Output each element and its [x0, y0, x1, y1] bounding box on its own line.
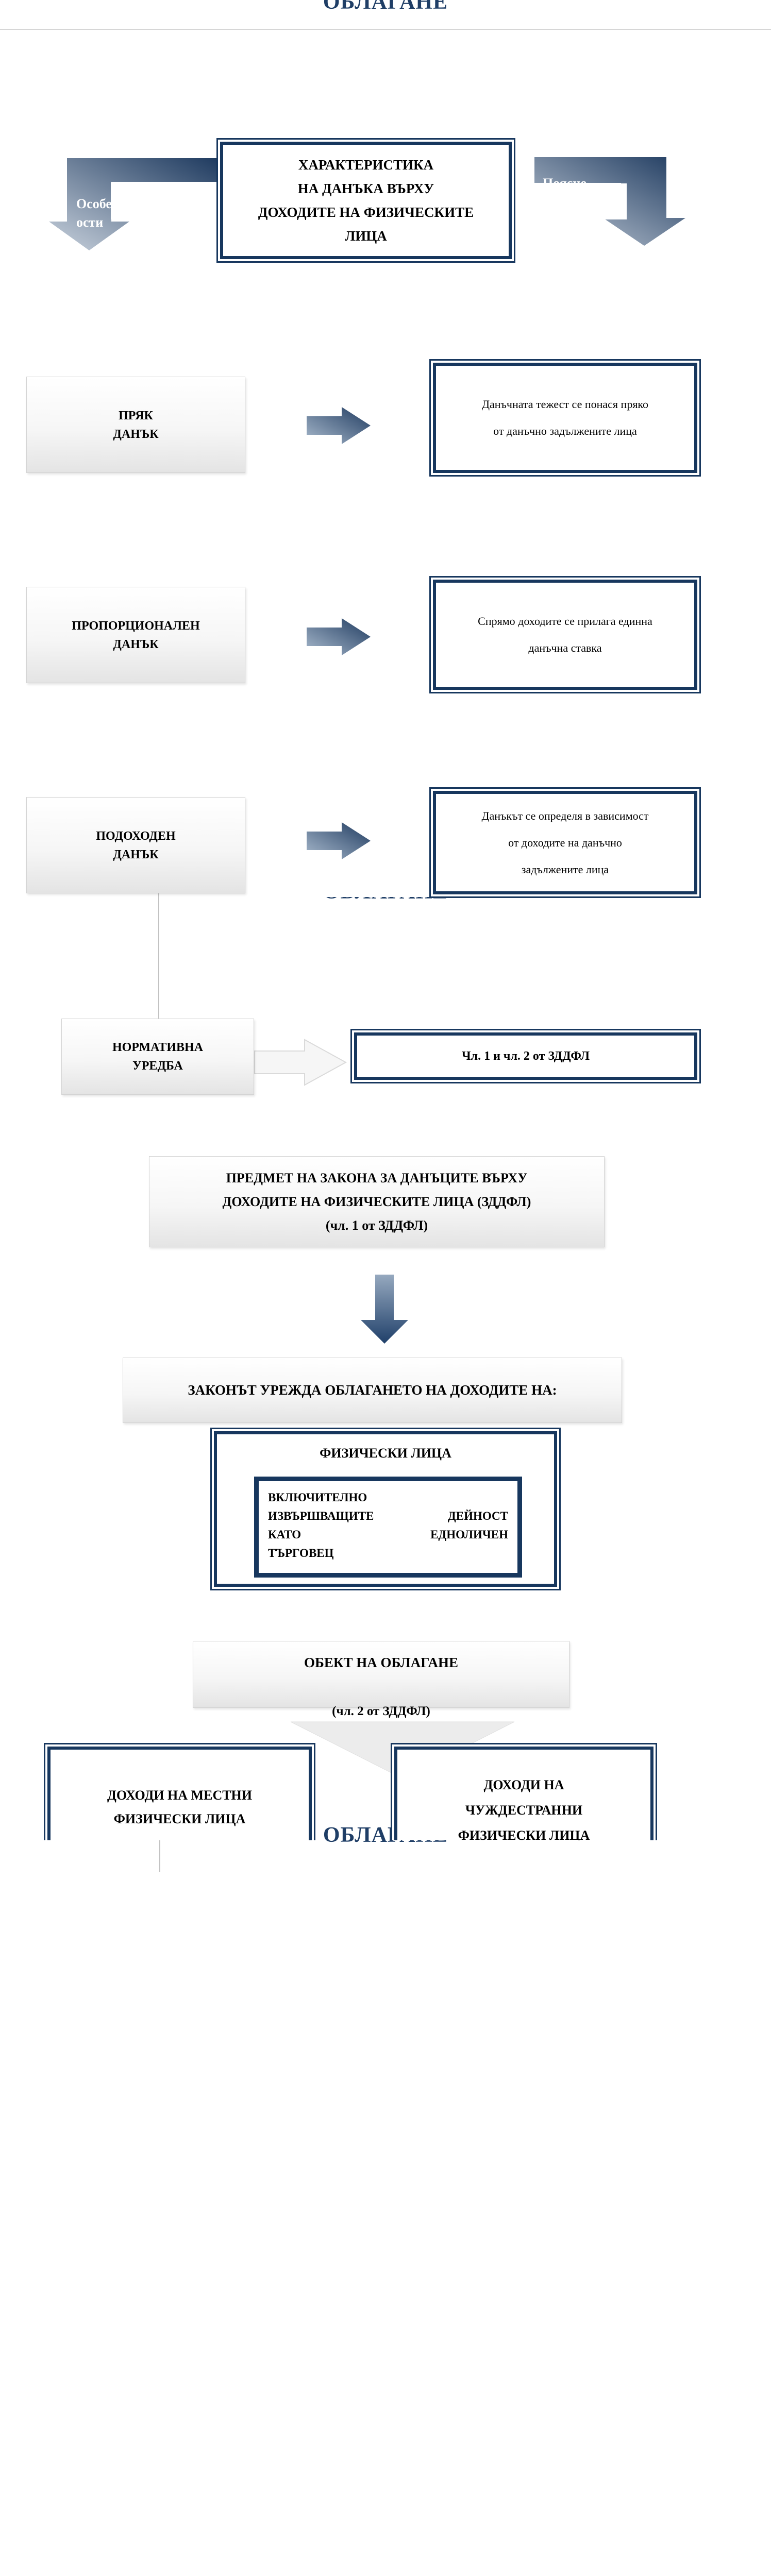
section-heading-top: ОБЛАГАНЕ	[323, 0, 448, 14]
dohodi-mestni-box: ДОХОДИ НА МЕСТНИ ФИЗИЧЕСКИ ЛИЦА	[44, 1743, 315, 1840]
normativna-uredba-box: НОРМАТИВНА УРЕДБА	[61, 1019, 254, 1095]
term-box-proporcionalen-danak: ПРОПОРЦИОНАЛЕН ДАНЪК	[26, 587, 245, 683]
right-arrow-icon	[307, 407, 371, 444]
right-arrow-icon	[307, 618, 371, 655]
reference-box-chl1-chl2: Чл. 1 и чл. 2 от ЗДДФЛ	[350, 1029, 701, 1083]
fizicheski-lica-title: ФИЗИЧЕСКИ ЛИЦА	[320, 1446, 451, 1461]
light-right-arrow-icon	[254, 1039, 347, 1086]
characteristics-title-line: НА ДАНЪКА ВЪРХУ	[297, 181, 434, 196]
definition-box-podohoden-danak: Данъкът се определя в зависимост от дохо…	[429, 787, 701, 898]
section-heading-middle: ОБЛАГАНЕ	[0, 897, 771, 904]
white-notch-left	[111, 182, 216, 219]
connector-line	[158, 885, 159, 1020]
characteristics-title-box: ХАРАКТЕРИСТИКА НА ДАНЪКА ВЪРХУ ДОХОДИТЕ …	[216, 138, 515, 263]
dohodi-chuzhdestranni-box: ДОХОДИ НА ЧУЖДЕСТРАННИ ФИЗИЧЕСКИ ЛИЦА	[391, 1743, 657, 1840]
definition-box-pryak-danak: Данъчната тежест се понася пряко от данъ…	[429, 359, 701, 477]
chl2-reference: (чл. 2 от ЗДДФЛ)	[332, 1704, 430, 1718]
ednolichen-targovec-note-box: ВКЛЮЧИТЕЛНО ИЗВЪРШВАЩИТЕ ДЕЙНОСТ КАТО ЕД…	[254, 1477, 522, 1578]
page-divider	[0, 29, 771, 30]
obekt-na-oblagane-box: ОБЕКТ НА ОБЛАГАНЕ	[193, 1641, 569, 1708]
characteristics-title-line: ХАРАКТЕРИСТИКА	[298, 157, 434, 173]
section-heading-middle-clip: ОБЛАГАНЕ	[0, 897, 771, 904]
connector-line	[159, 1840, 160, 1872]
elbow-arrow-left-icon	[49, 158, 220, 250]
characteristics-title-line: ДОХОДИТЕ НА ФИЗИЧЕСКИТЕ	[258, 205, 474, 220]
right-arrow-icon	[307, 822, 371, 859]
characteristics-title-line: ЛИЦА	[345, 228, 387, 244]
white-notch-right	[571, 183, 627, 219]
elbow-arrow-right-icon	[534, 157, 685, 246]
predmet-box: ПРЕДМЕТ НА ЗАКОНА ЗА ДАНЪЦИТЕ ВЪРХУ ДОХО…	[149, 1156, 605, 1247]
down-arrow-icon	[361, 1275, 408, 1344]
zakon-urezhda-bar: ЗАКОНЪТ УРЕЖДА ОБЛАГАНЕТО НА ДОХОДИТЕ НА…	[123, 1358, 622, 1423]
term-box-pryak-danak: ПРЯК ДАНЪК	[26, 377, 245, 473]
section-heading-top-clip: ОБЛАГАНЕ	[0, 0, 771, 14]
definition-box-proporcionalen-danak: Спрямо доходите се прилага единна данъчн…	[429, 576, 701, 693]
term-box-podohoden-danak: ПОДОХОДЕН ДАНЪК	[26, 797, 245, 893]
incomes-row-clip: ДОХОДИ НА МЕСТНИ ФИЗИЧЕСКИ ЛИЦА ДОХОДИ Н…	[0, 1743, 771, 1840]
